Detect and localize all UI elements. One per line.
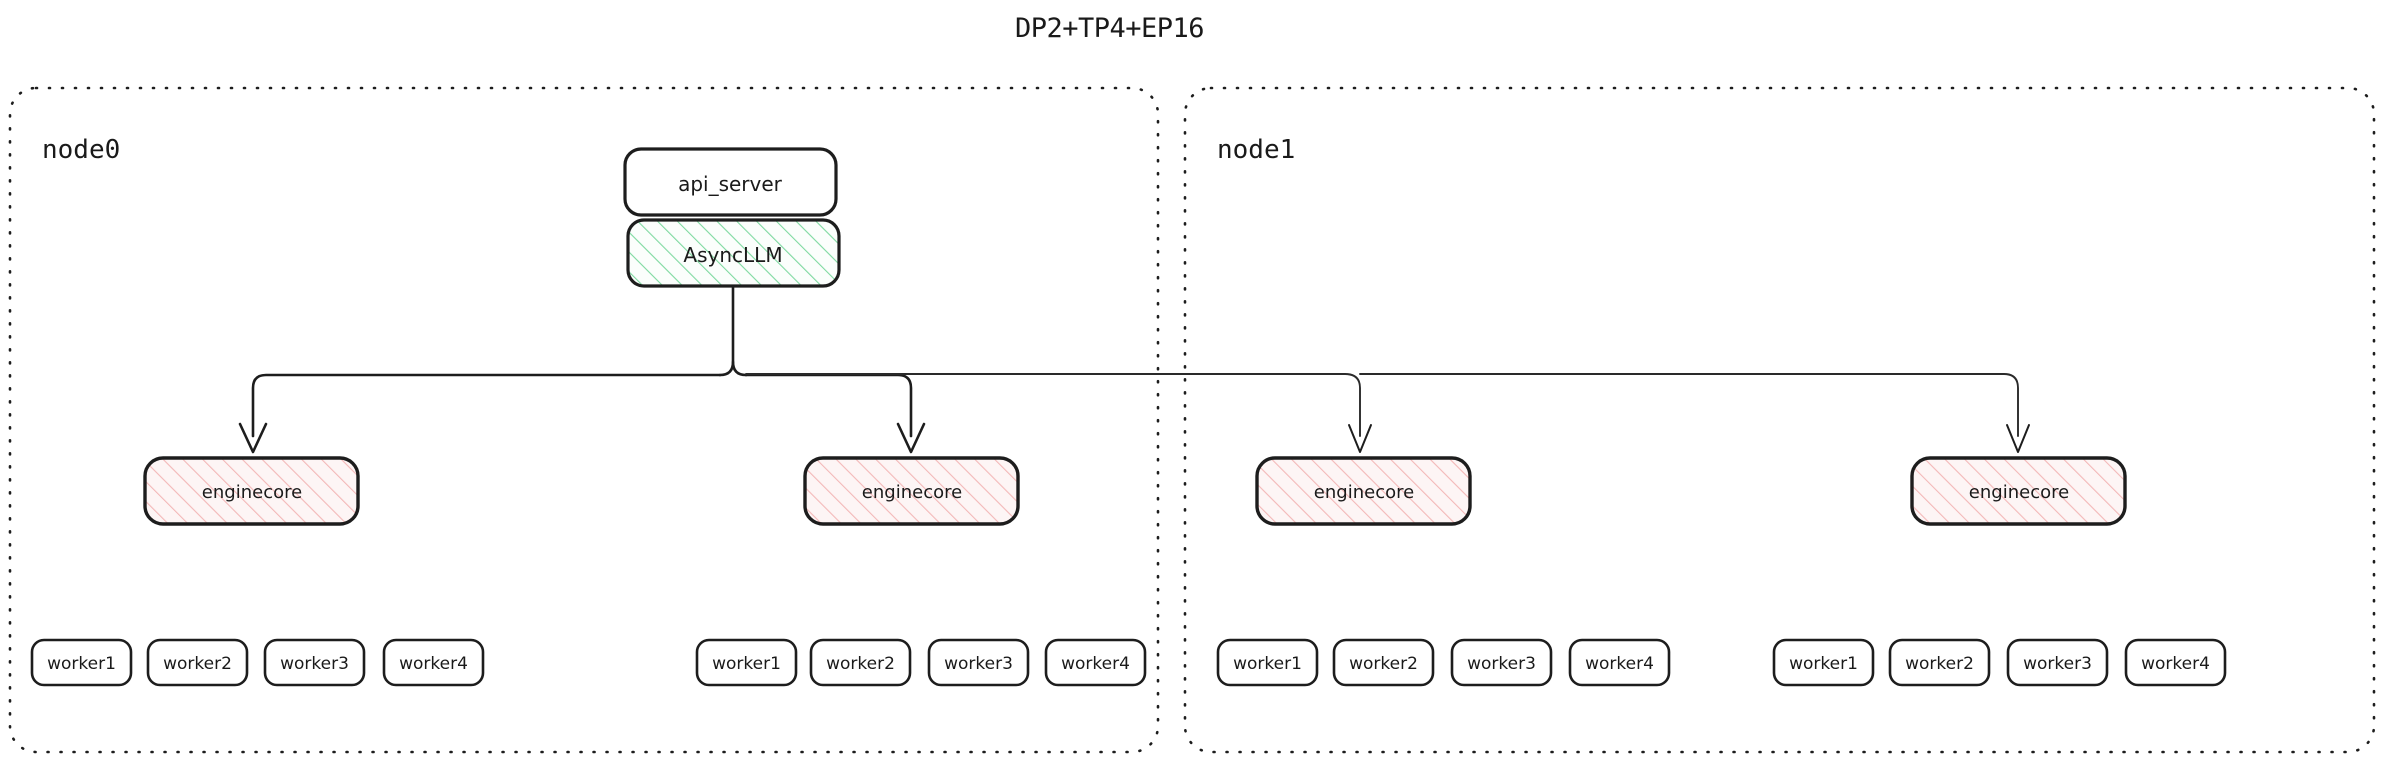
connector-branch-4 — [1359, 373, 2019, 437]
n0g1-worker-4-label: worker4 — [1061, 654, 1130, 674]
n1g1-worker-1-box[interactable] — [1772, 638, 1875, 687]
api-server-box[interactable] — [623, 147, 838, 217]
arrowhead-1 — [238, 422, 268, 454]
n0g0-worker-3-label: worker3 — [280, 654, 349, 674]
n1g1-worker-3-label: worker3 — [2023, 654, 2092, 674]
n0g1-worker-4-box[interactable] — [1044, 638, 1147, 687]
n1g1-worker-4-label: worker4 — [2141, 654, 2210, 674]
n1g0-worker-2-box[interactable] — [1332, 638, 1435, 687]
node1-enginecore-0-label: enginecore — [1314, 482, 1414, 503]
connector-stem-left — [718, 360, 735, 377]
n1g1-worker-2-label: worker2 — [1905, 654, 1974, 674]
n1g1-worker-4-box[interactable] — [2124, 638, 2227, 687]
node1-container — [1183, 86, 2376, 754]
n1g0-worker-3-box[interactable] — [1450, 638, 1553, 687]
arrowhead-4 — [2006, 424, 2030, 453]
diagram-title: DP2+TP4+EP16 — [1015, 13, 1204, 44]
api-server-label: api_server — [678, 172, 783, 196]
n1g0-worker-3-label: worker3 — [1467, 654, 1536, 674]
arrowhead-3 — [1348, 424, 1372, 453]
n0g0-worker-1-label: worker1 — [47, 654, 116, 674]
node1-enginecore-1-label: enginecore — [1969, 482, 2069, 503]
n1g0-worker-2-label: worker2 — [1349, 654, 1418, 674]
n1g0-worker-4-box[interactable] — [1568, 638, 1671, 687]
node0-enginecore-0[interactable] — [143, 456, 360, 526]
node0-enginecore-0-label: enginecore — [202, 482, 302, 503]
node1-enginecore-1[interactable] — [1910, 456, 2127, 526]
node0-label: node0 — [42, 135, 120, 165]
asyncllm-label: AsyncLLM — [683, 243, 782, 267]
n0g1-worker-3-label: worker3 — [944, 654, 1013, 674]
arrowhead-2 — [896, 422, 926, 454]
n0g1-worker-1-label: worker1 — [712, 654, 781, 674]
connector-branch-2 — [744, 373, 913, 438]
connector-stem — [731, 285, 748, 377]
n1g0-worker-1-label: worker1 — [1233, 654, 1302, 674]
n0g0-worker-2-box[interactable] — [146, 638, 249, 687]
n0g0-worker-1-box[interactable] — [30, 638, 133, 687]
n0g1-worker-3-box[interactable] — [927, 638, 1030, 687]
connector-branch-1 — [251, 373, 722, 438]
n0g0-worker-4-label: worker4 — [399, 654, 468, 674]
n0g1-worker-2-box[interactable] — [809, 638, 912, 687]
node1-label: node1 — [1217, 135, 1295, 165]
n0g0-worker-4-box[interactable] — [382, 638, 485, 687]
n1g0-worker-4-label: worker4 — [1585, 654, 1654, 674]
node0-container — [8, 86, 1160, 754]
node1-enginecore-0[interactable] — [1255, 456, 1472, 526]
node0-enginecore-1-label: enginecore — [862, 482, 962, 503]
node0-enginecore-1[interactable] — [803, 456, 1020, 526]
n1g0-worker-1-box[interactable] — [1216, 638, 1319, 687]
n0g1-worker-2-label: worker2 — [826, 654, 895, 674]
n0g0-worker-3-box[interactable] — [263, 638, 366, 687]
n0g0-worker-2-label: worker2 — [163, 654, 232, 674]
connector-branch-3 — [745, 373, 1361, 437]
n1g1-worker-2-box[interactable] — [1888, 638, 1991, 687]
n0g1-worker-1-box[interactable] — [695, 638, 798, 687]
n1g1-worker-3-box[interactable] — [2006, 638, 2109, 687]
n1g1-worker-1-label: worker1 — [1789, 654, 1858, 674]
